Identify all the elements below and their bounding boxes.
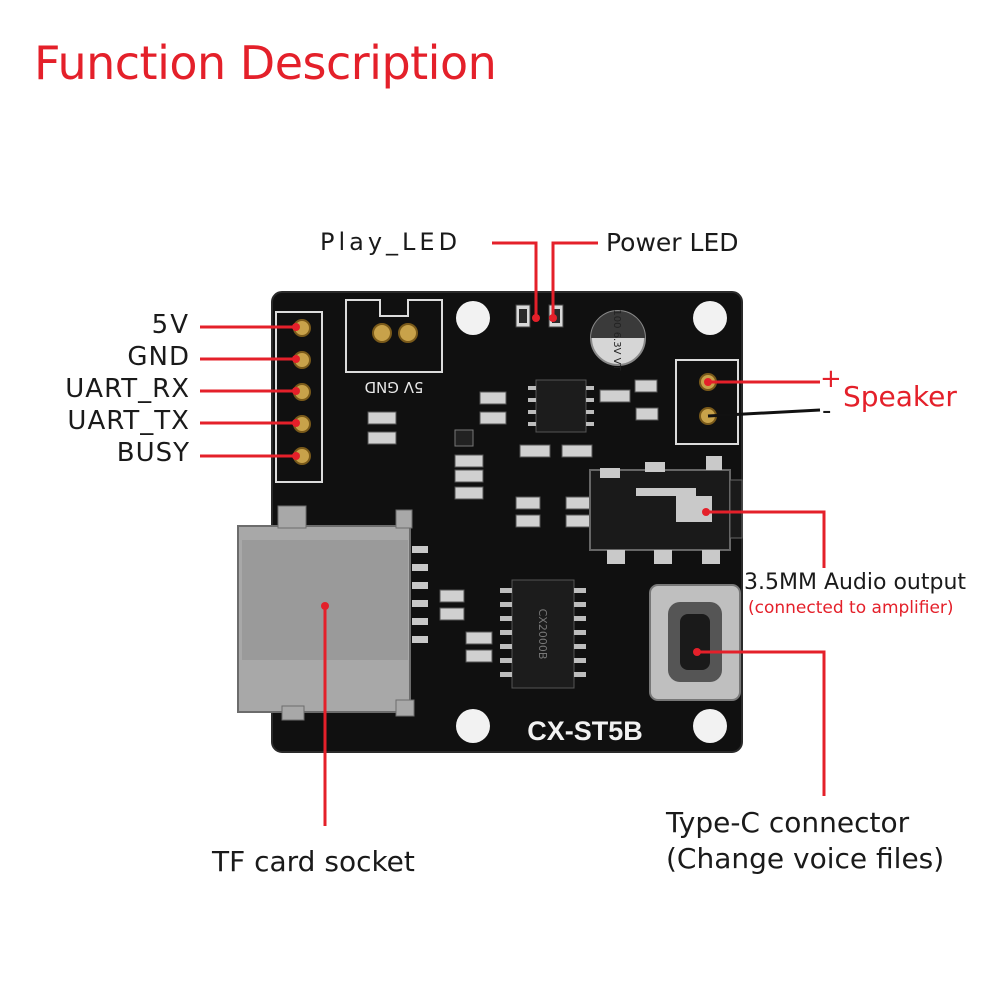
pin-uart-rx-label: UART_RX — [65, 374, 190, 404]
mounting-hole — [693, 709, 727, 743]
typec-note: (Change voice files) — [666, 842, 945, 875]
amp-chip — [535, 379, 587, 433]
pin-uart-tx-label: UART_TX — [67, 406, 190, 436]
decoder-chip-silkscreen: CX2000B — [536, 609, 549, 660]
typec-label: Type-C connector — [666, 806, 910, 839]
mounting-hole — [693, 301, 727, 335]
audio-output-label: 3.5MM Audio output — [744, 570, 967, 595]
decoder-chip — [511, 579, 575, 689]
power-header-silkscreen: 5V GND — [365, 378, 424, 396]
audio-output-note: (connected to amplifier) — [748, 598, 954, 618]
led-callout-lines — [492, 241, 598, 318]
speaker-minus-line — [707, 408, 821, 418]
pin-5v-label: 5V — [151, 310, 190, 340]
mounting-hole — [456, 301, 490, 335]
page-title: Function Description — [34, 36, 497, 90]
speaker-minus-sign: - — [822, 396, 832, 426]
audio-output-line — [706, 510, 826, 568]
tf-card-label: TF card socket — [212, 845, 415, 878]
power-led-label: Power LED — [606, 228, 739, 257]
play-led-label: Play_LED — [320, 228, 462, 256]
speaker-plus-sign: + — [820, 364, 842, 394]
pin-callout-lines — [200, 325, 294, 458]
board-name: CX-ST5B — [527, 716, 643, 746]
capacitor-silkscreen: 100 6.3V VT — [611, 309, 622, 371]
pin-busy-label: BUSY — [116, 438, 190, 468]
typec-line — [697, 650, 826, 796]
pin-gnd-label: GND — [127, 342, 190, 372]
speaker-label: Speaker — [843, 380, 957, 413]
mounting-hole — [456, 709, 490, 743]
